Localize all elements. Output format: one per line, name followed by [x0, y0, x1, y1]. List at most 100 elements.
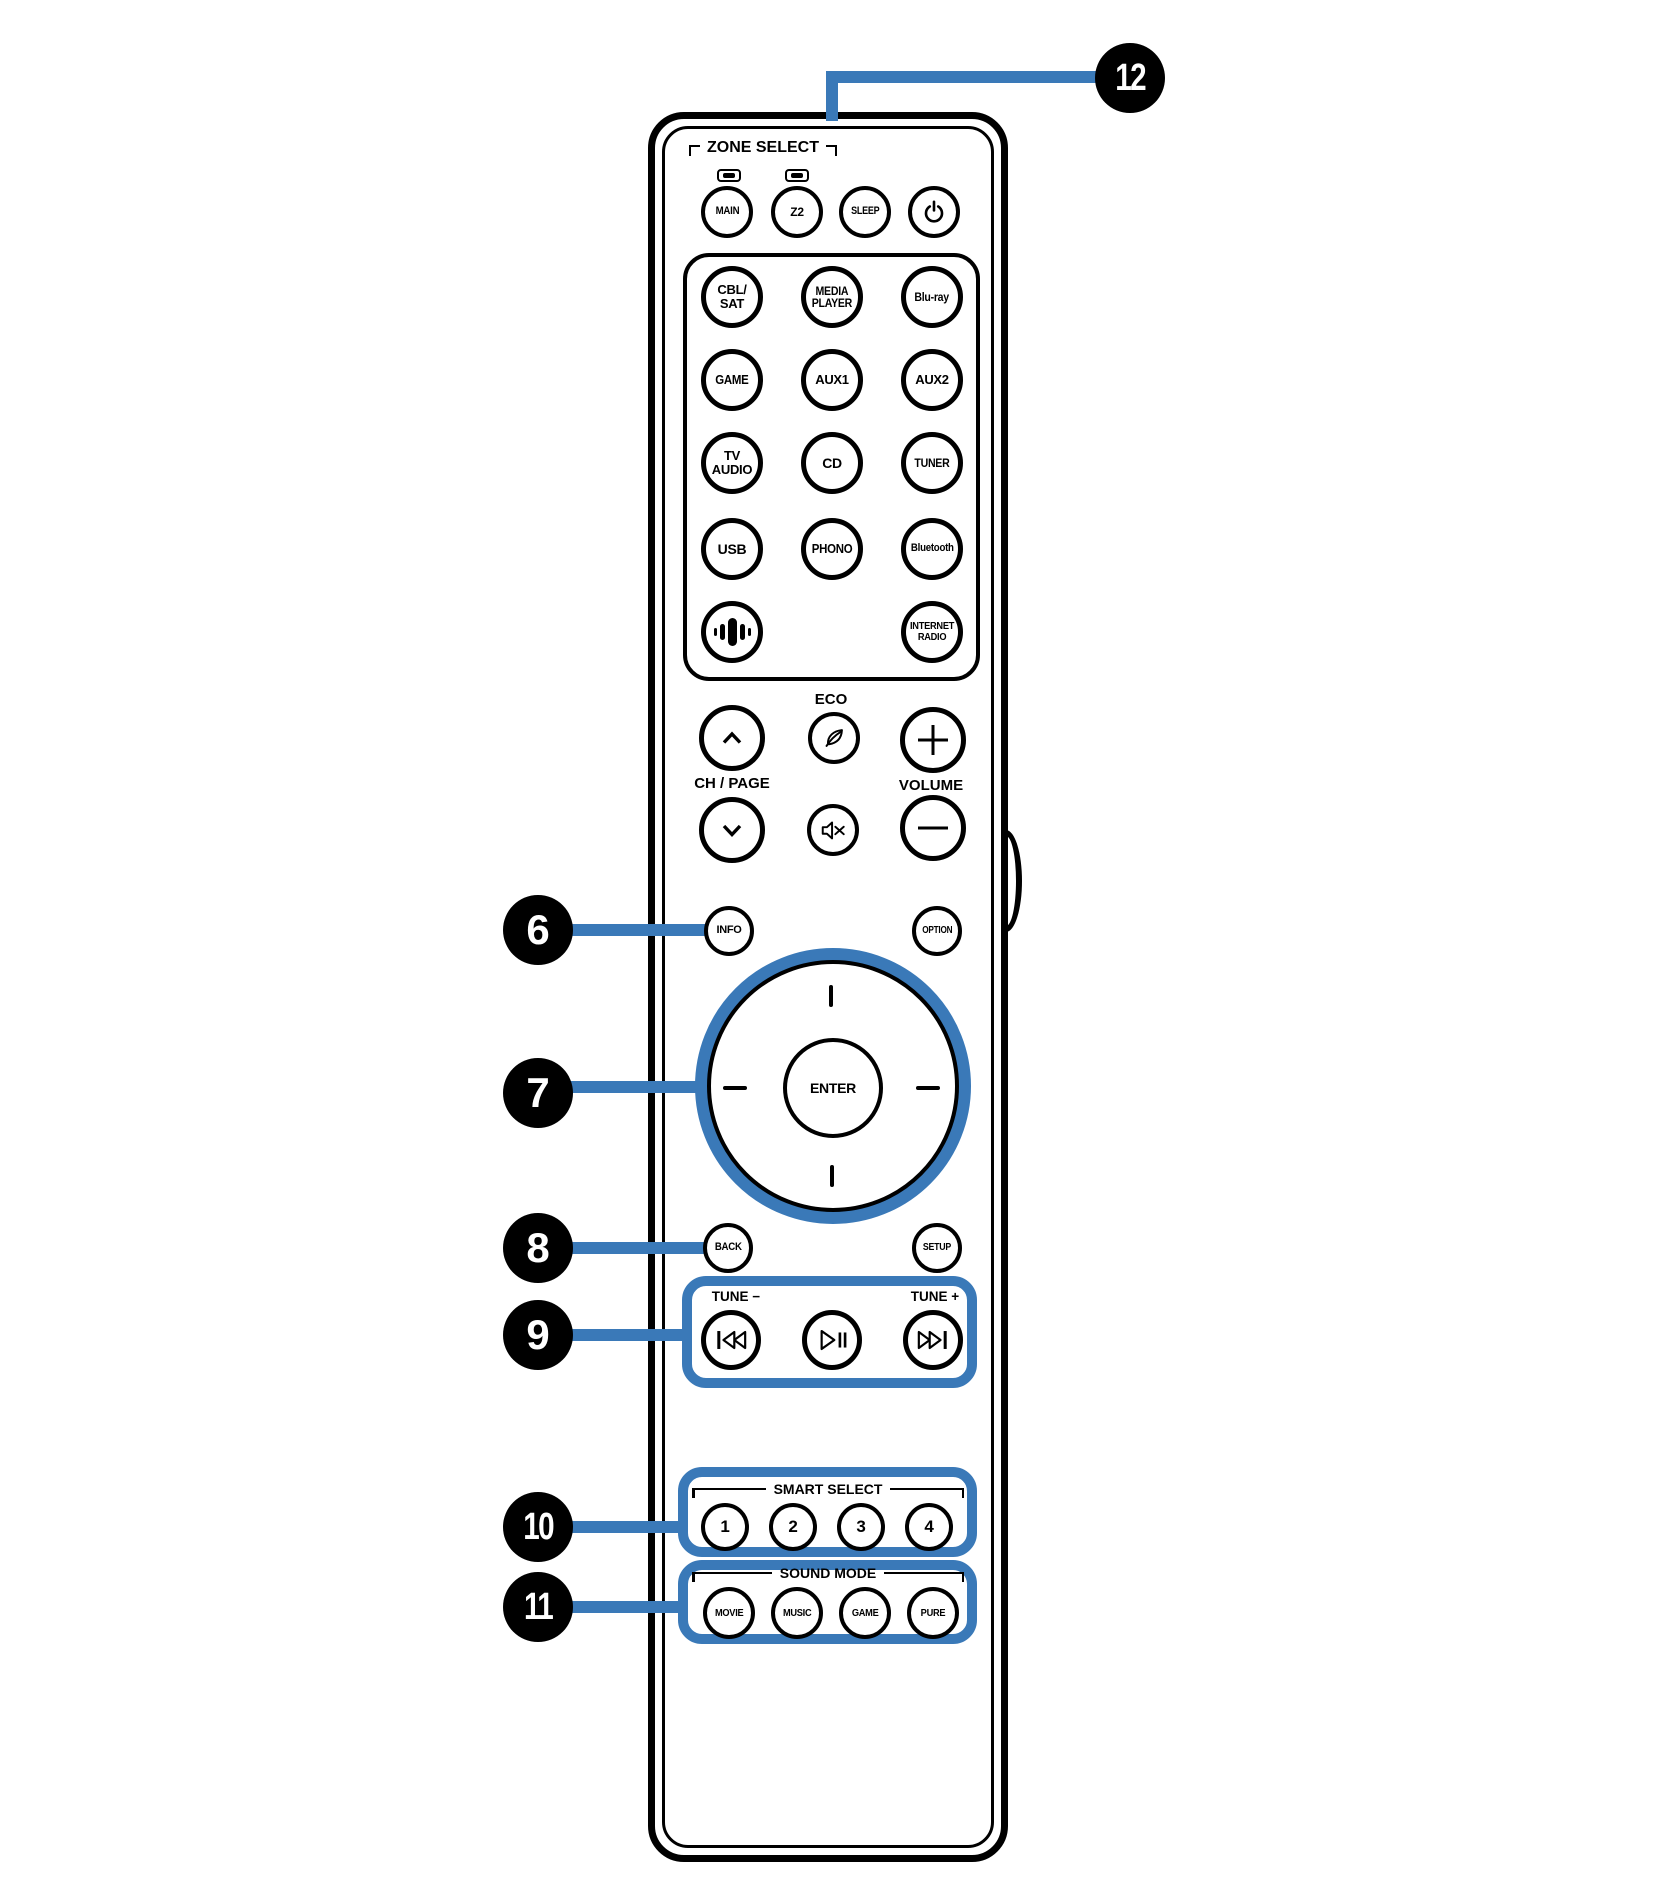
sound-mode-pure-button[interactable]: PURE	[907, 1587, 959, 1639]
game-label: GAME	[715, 372, 749, 388]
heos-sound-icon	[713, 618, 751, 646]
main-zone-button[interactable]: MAIN	[701, 186, 753, 238]
minus-icon	[918, 826, 948, 830]
sleep-button[interactable]: SLEEP	[839, 186, 891, 238]
tv-audio-label: TV AUDIO	[711, 448, 753, 477]
volume-up-button[interactable]	[900, 707, 966, 773]
source-aux2-button[interactable]: AUX2	[901, 349, 963, 411]
bluray-label: Blu-ray	[914, 289, 950, 304]
callout-9: 9	[503, 1300, 573, 1370]
source-media-player-button[interactable]: MEDIA PLAYER	[801, 266, 863, 328]
volume-down-button[interactable]	[900, 795, 966, 861]
smart-select-4-button[interactable]: 4	[905, 1503, 953, 1551]
zone-bracket-left-icon	[688, 144, 700, 156]
source-internet-radio-button[interactable]: INTERNET RADIO	[901, 601, 963, 663]
chevron-down-icon	[722, 824, 742, 837]
callout-8-number: 8	[526, 1224, 550, 1271]
callout-6: 6	[503, 895, 573, 965]
callout-line-11	[550, 1601, 688, 1613]
zone-select-label: ZONE SELECT	[706, 139, 819, 156]
zone2-label: Z2	[790, 204, 804, 219]
cursor-up-mark[interactable]	[829, 985, 833, 1007]
smart-select-2-label: 2	[788, 1517, 798, 1537]
zone-bracket-right-icon	[826, 144, 837, 156]
tuner-label: TUNER	[914, 455, 950, 470]
callout-11-number: 11	[523, 1585, 554, 1628]
volume-label: VOLUME	[898, 777, 964, 794]
option-button[interactable]: OPTION	[912, 906, 962, 956]
smart-select-3-button[interactable]: 3	[837, 1503, 885, 1551]
zone2-button[interactable]: Z2	[771, 186, 823, 238]
callout-line-9	[550, 1329, 692, 1341]
callout-line-7	[550, 1081, 702, 1093]
chevron-up-icon	[722, 731, 742, 744]
source-bluray-button[interactable]: Blu-ray	[901, 266, 963, 328]
phono-label: PHONO	[811, 541, 853, 557]
bluetooth-label: Bluetooth	[910, 542, 954, 555]
main-zone-led	[717, 169, 741, 182]
power-button[interactable]	[908, 186, 960, 238]
plus-icon	[918, 725, 948, 755]
channel-page-label: CH / PAGE	[694, 775, 770, 792]
sound-mode-movie-button[interactable]: MOVIE	[703, 1587, 755, 1639]
callout-9-number: 9	[526, 1311, 550, 1358]
source-cd-button[interactable]: CD	[801, 432, 863, 494]
skip-forward-button[interactable]	[903, 1310, 963, 1370]
sound-mode-rule-right	[884, 1571, 965, 1581]
source-bluetooth-button[interactable]: Bluetooth	[901, 518, 963, 580]
callout-11: 11	[503, 1572, 573, 1642]
channel-page-down-button[interactable]	[699, 797, 765, 863]
source-heos-button[interactable]	[701, 601, 763, 663]
sound-mode-label: SOUND MODE	[779, 1565, 877, 1581]
aux2-label: AUX2	[915, 372, 949, 388]
cbl-sat-label: CBL/ SAT	[717, 282, 747, 311]
aux1-label: AUX1	[815, 372, 849, 388]
callout-7: 7	[503, 1058, 573, 1128]
smart-select-1-label: 1	[720, 1517, 730, 1537]
back-button[interactable]: BACK	[703, 1223, 753, 1273]
source-tv-audio-button[interactable]: TV AUDIO	[701, 432, 763, 494]
eco-button[interactable]	[808, 712, 860, 764]
mute-button[interactable]	[807, 804, 859, 856]
channel-page-up-button[interactable]	[699, 705, 765, 771]
source-game-button[interactable]: GAME	[701, 349, 763, 411]
option-label: OPTION	[922, 924, 952, 936]
info-button[interactable]: INFO	[704, 906, 754, 956]
smart-select-rule-right	[890, 1487, 965, 1497]
source-cbl-sat-button[interactable]: CBL/ SAT	[701, 266, 763, 328]
setup-button[interactable]: SETUP	[912, 1223, 962, 1273]
sound-mode-music-button[interactable]: MUSIC	[771, 1587, 823, 1639]
skip-back-button[interactable]	[701, 1310, 761, 1370]
sound-mode-rule-left	[692, 1571, 772, 1581]
sound-mode-header: SOUND MODE	[692, 1565, 965, 1581]
callout-6-number: 6	[526, 906, 550, 953]
eco-leaf-icon	[825, 729, 843, 747]
music-label: MUSIC	[782, 1606, 812, 1619]
internet-radio-label: INTERNET RADIO	[909, 620, 955, 643]
callout-12: 12	[1095, 43, 1165, 113]
play-pause-button[interactable]	[802, 1310, 862, 1370]
power-icon	[924, 200, 944, 223]
source-tuner-button[interactable]: TUNER	[901, 432, 963, 494]
mute-speaker-icon	[821, 821, 845, 840]
source-phono-button[interactable]: PHONO	[801, 518, 863, 580]
main-zone-label: MAIN	[715, 205, 739, 218]
pure-label: PURE	[920, 1606, 946, 1619]
sound-mode-game-button[interactable]: GAME	[839, 1587, 891, 1639]
sleep-label: SLEEP	[850, 205, 880, 218]
callout-line-6	[550, 924, 706, 936]
cursor-right-mark[interactable]	[916, 1086, 940, 1090]
eco-label: ECO	[814, 691, 848, 708]
source-usb-button[interactable]: USB	[701, 518, 763, 580]
source-aux1-button[interactable]: AUX1	[801, 349, 863, 411]
cursor-down-mark[interactable]	[830, 1165, 834, 1187]
smart-select-2-button[interactable]: 2	[769, 1503, 817, 1551]
smart-select-rule-left	[692, 1487, 766, 1497]
smart-select-1-button[interactable]: 1	[701, 1503, 749, 1551]
smart-select-3-label: 3	[856, 1517, 866, 1537]
tune-minus-label: TUNE −	[711, 1289, 761, 1304]
skip-back-icon	[717, 1330, 747, 1350]
callout-12-number: 12	[1115, 56, 1146, 99]
cursor-left-mark[interactable]	[723, 1086, 747, 1090]
enter-button[interactable]: ENTER	[783, 1038, 883, 1138]
